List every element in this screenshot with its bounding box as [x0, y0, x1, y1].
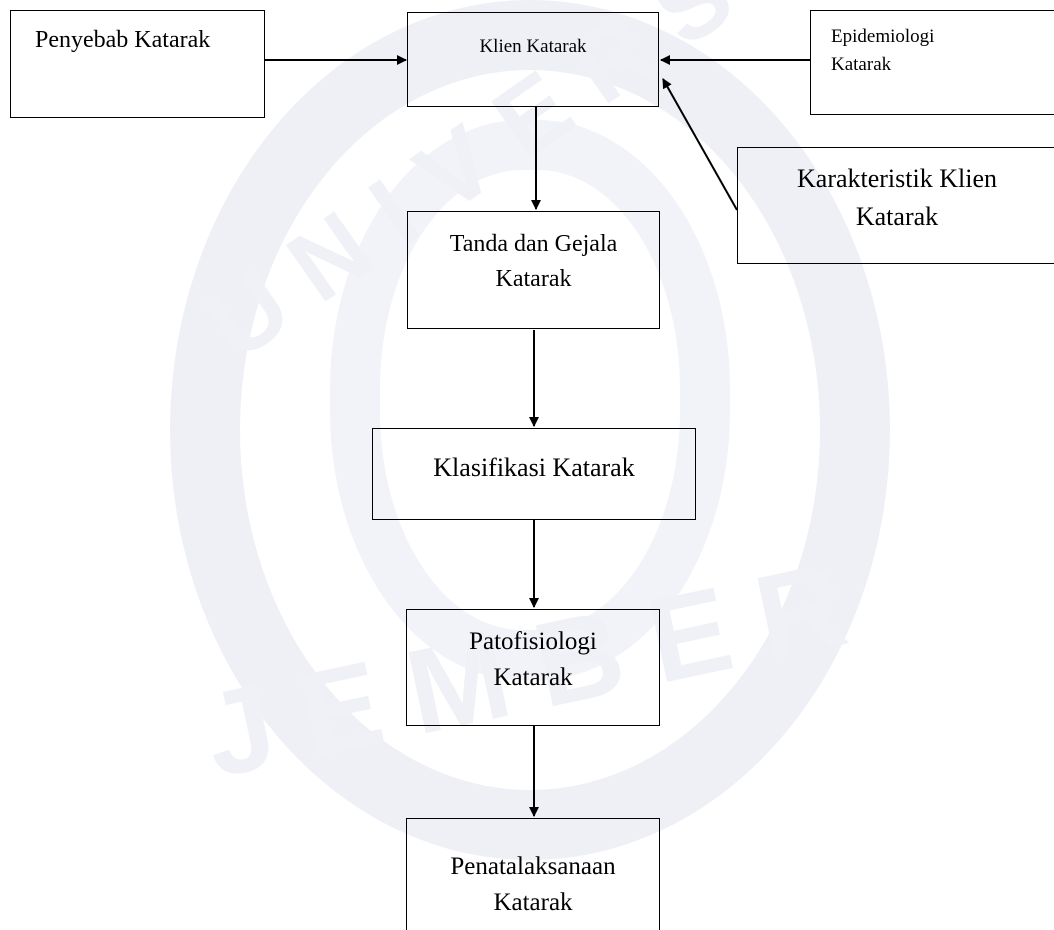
node-penyebab-katarak: Penyebab Katarak [10, 10, 265, 118]
node-label-line: Katarak [495, 265, 572, 292]
node-label-line: Klien Katarak [479, 36, 587, 57]
node-penatalaksanaan-katarak: Penatalaksanaan Katarak [406, 818, 660, 930]
node-label-line: Katarak [855, 201, 939, 231]
node-label-line: Katarak [493, 664, 573, 692]
node-label-line: Tanda dan Gejala [449, 231, 618, 257]
edge-karakteristik-to-klien [662, 78, 738, 211]
node-label-line: Patofisiologi [469, 628, 597, 655]
node-patofisiologi-katarak: Patofisiologi Katarak [406, 609, 660, 726]
node-label-line: Karakteristik Klien [797, 164, 997, 193]
node-label-line: Penatalaksanaan [450, 853, 616, 880]
node-label-line: Klasifikasi Katarak [433, 453, 635, 482]
node-karakteristik-klien-katarak: Karakteristik Klien Katarak [737, 147, 1054, 264]
node-label-line: Epidemiologi [831, 26, 935, 47]
node-label-line: Penyebab Katarak [35, 27, 211, 53]
node-epidemiologi-katarak: Epidemiologi Katarak [810, 10, 1054, 115]
node-klasifikasi-katarak: Klasifikasi Katarak [372, 428, 696, 520]
node-klien-katarak: Klien Katarak [407, 12, 659, 107]
node-label-line: Katarak [831, 53, 892, 75]
node-tanda-dan-gejala-katarak: Tanda dan Gejala Katarak [407, 211, 660, 329]
node-label-line: Katarak [493, 889, 573, 917]
